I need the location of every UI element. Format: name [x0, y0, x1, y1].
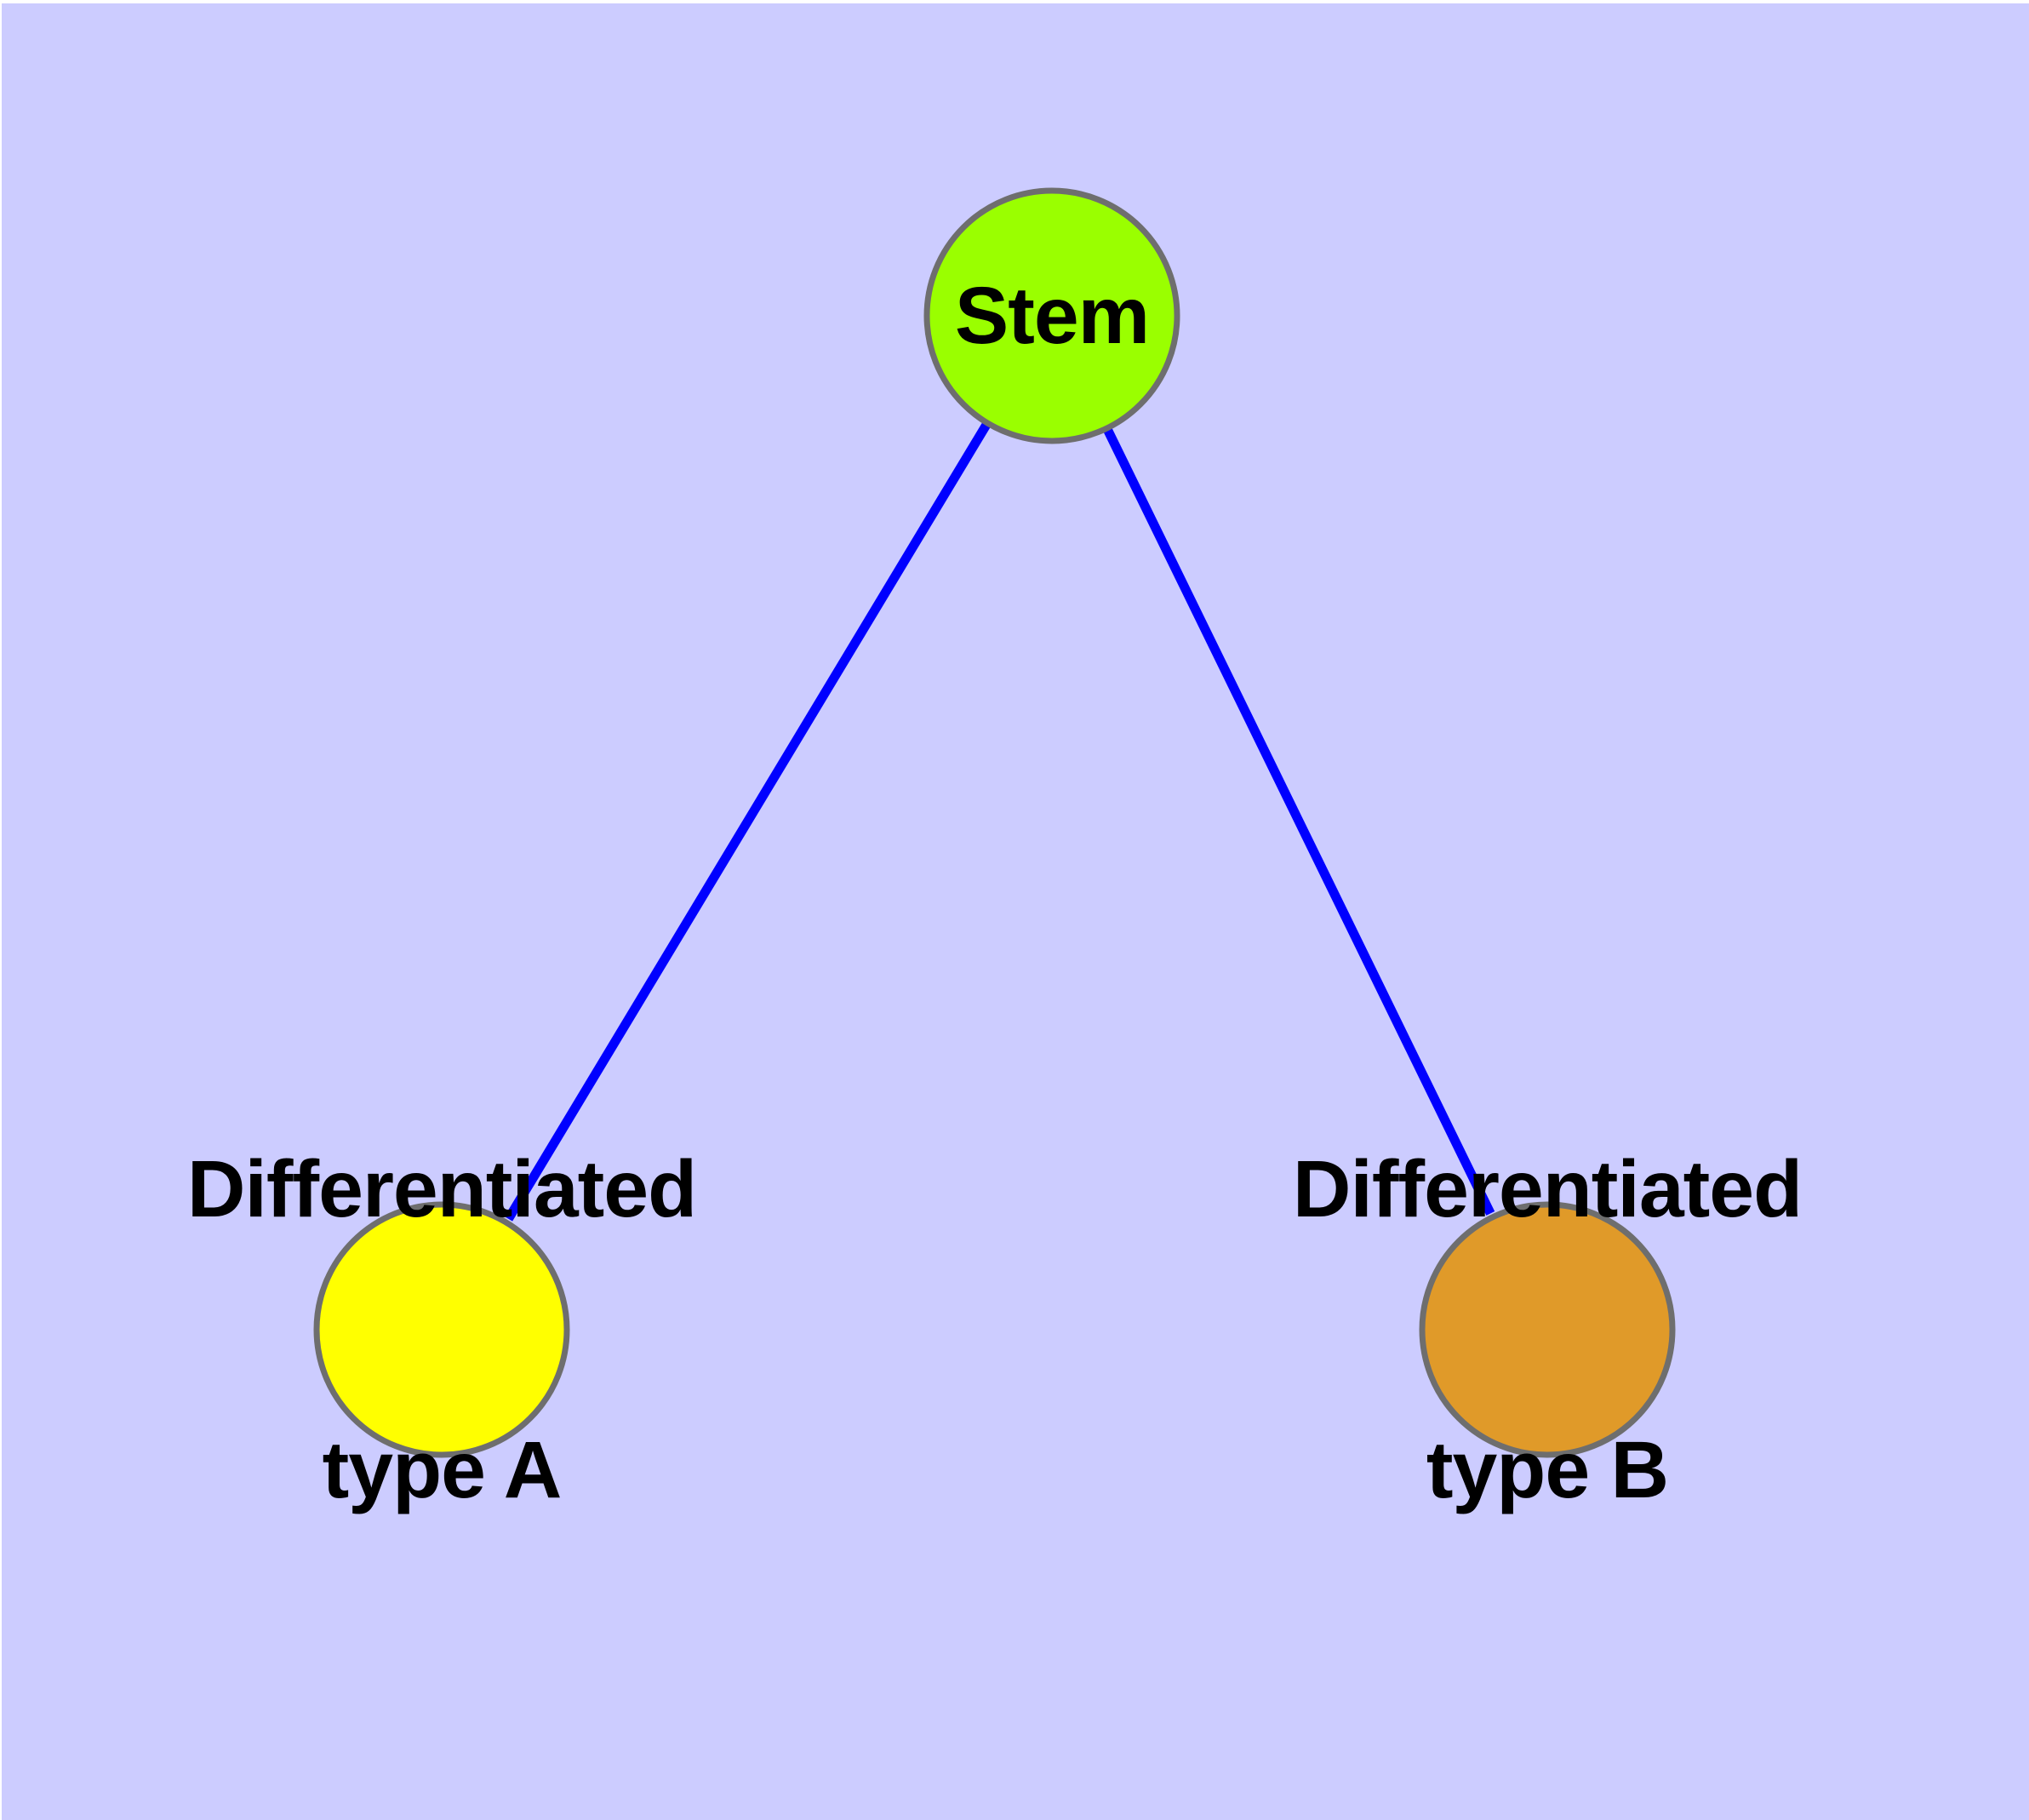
- edge-layer: [504, 411, 1495, 1222]
- node-stem[interactable]: [923, 187, 1180, 444]
- edge-stem-to-differentiated-type-b: [1098, 416, 1495, 1216]
- node-differentiated-type-b[interactable]: [1419, 1201, 1676, 1458]
- node-differentiated-type-a[interactable]: [313, 1201, 570, 1458]
- edge-stem-to-differentiated-type-a: [504, 411, 997, 1222]
- node-layer: [313, 187, 1676, 1458]
